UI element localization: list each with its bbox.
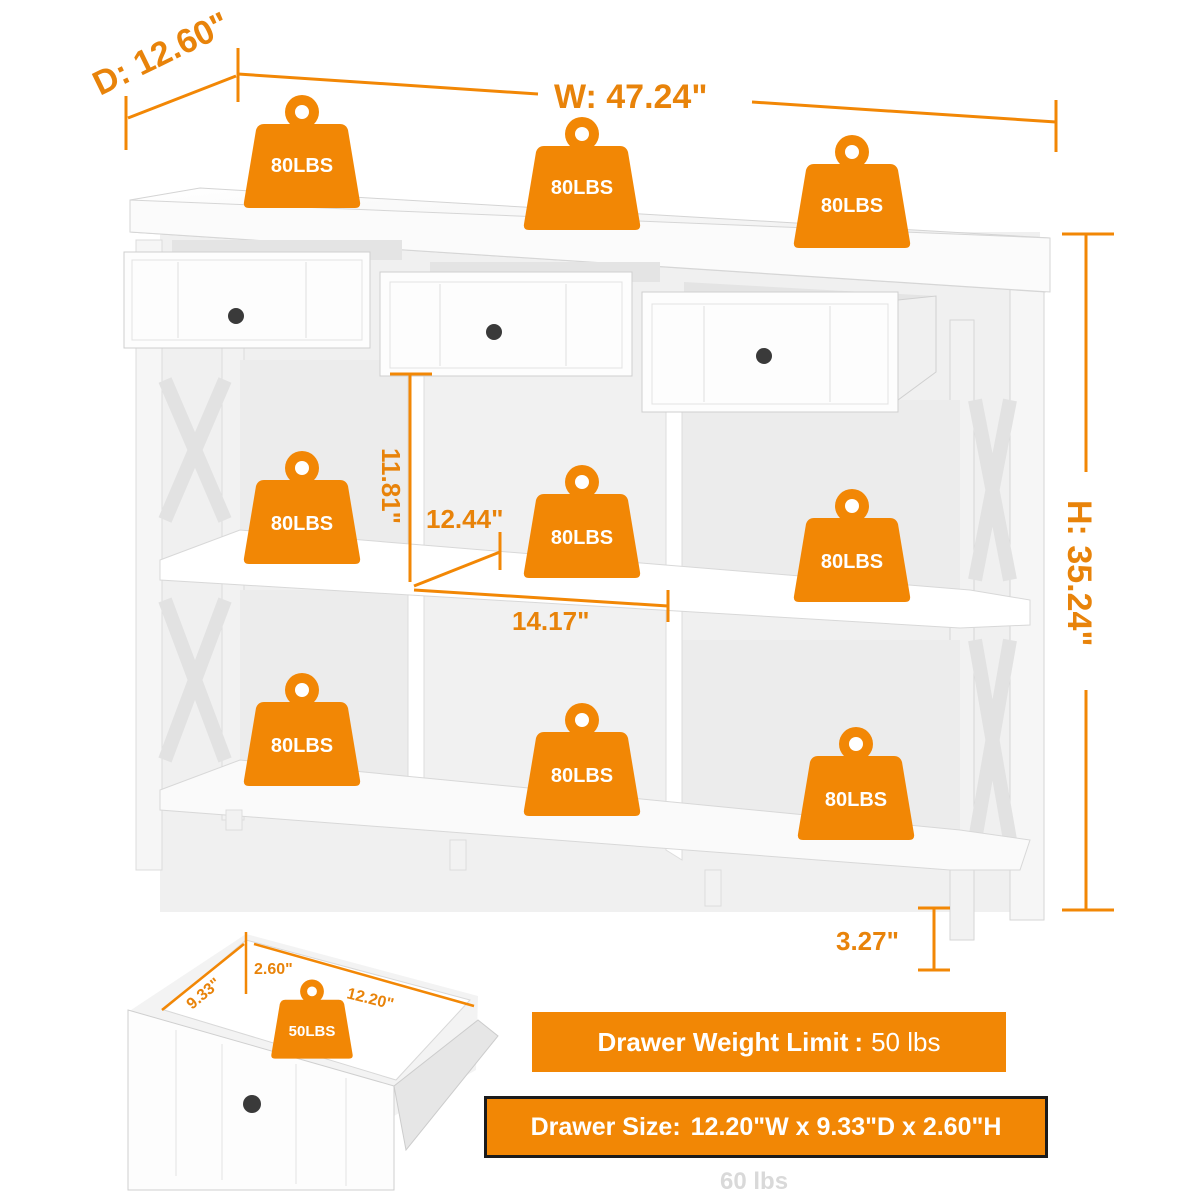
weight-label: 50LBS [289, 1023, 336, 1040]
weight-limit-value: 50 lbs [871, 1026, 941, 1057]
drawer-knob-icon [228, 308, 244, 324]
dimension-lines [124, 48, 1114, 972]
weight-label: 80LBS [821, 551, 883, 573]
drawer-knob-icon [486, 324, 502, 340]
weight-label: 80LBS [551, 527, 613, 549]
weight-icon: 50LBS [271, 979, 353, 1059]
drawer-center[interactable] [379, 262, 660, 377]
weight-label: 80LBS [825, 789, 887, 811]
drawer-size-banner: Drawer Size: 12.20"W x 9.33"D x 2.60"H [484, 1096, 1048, 1158]
width-label: W: 47.24" [554, 78, 707, 116]
drawer-weight-limit-banner: Drawer Weight Limit : 50 lbs [532, 1012, 1006, 1072]
depth-label: D: 12.60" [87, 5, 235, 103]
drawer-size-value: 12.20"W x 9.33"D x 2.60"H [690, 1112, 1002, 1141]
weight-label: 80LBS [551, 765, 613, 787]
leg-clearance-label: 3.27" [836, 926, 899, 956]
height-label: H: 35.24" [1060, 500, 1098, 647]
drawer-left[interactable] [123, 240, 402, 349]
cube-depth-label: 12.44" [426, 504, 503, 534]
drawer-height-label: 2.60" [254, 961, 293, 978]
faint-watermark-text: 60 lbs [720, 1168, 789, 1195]
weight-label: 80LBS [821, 195, 883, 217]
weight-label: 80LBS [551, 177, 613, 199]
weight-icon: 80LBS [797, 727, 915, 840]
drawer-detail: 2.60" 9.33" 12.20" 50LBS [127, 932, 499, 1191]
drawer-knob-icon [756, 348, 772, 364]
weight-label: 80LBS [271, 735, 333, 757]
weight-limit-label: Drawer Weight Limit [597, 1026, 849, 1057]
weight-label: 80LBS [271, 155, 333, 177]
weight-icons: 80LBS 80LBS 80LBS 80LBS 80LBS 80LBS 80LB… [243, 95, 915, 840]
drawer-size-label: Drawer Size: [530, 1112, 681, 1141]
drawer-knob-icon [243, 1095, 261, 1113]
weight-icon: 80LBS [243, 451, 361, 564]
drawer-right[interactable] [641, 282, 937, 413]
weight-icon: 80LBS [793, 135, 911, 248]
weight-icon: 80LBS [523, 703, 641, 816]
weight-label: 80LBS [271, 513, 333, 535]
weight-icon: 80LBS [523, 117, 641, 230]
weight-icon: 80LBS [523, 465, 641, 578]
cube-height-label: 11.81" [376, 448, 406, 524]
weight-icon: 80LBS [243, 673, 361, 786]
cube-width-label: 14.17" [512, 606, 589, 636]
weight-icon: 80LBS [243, 95, 361, 208]
weight-icon: 80LBS [793, 489, 911, 602]
